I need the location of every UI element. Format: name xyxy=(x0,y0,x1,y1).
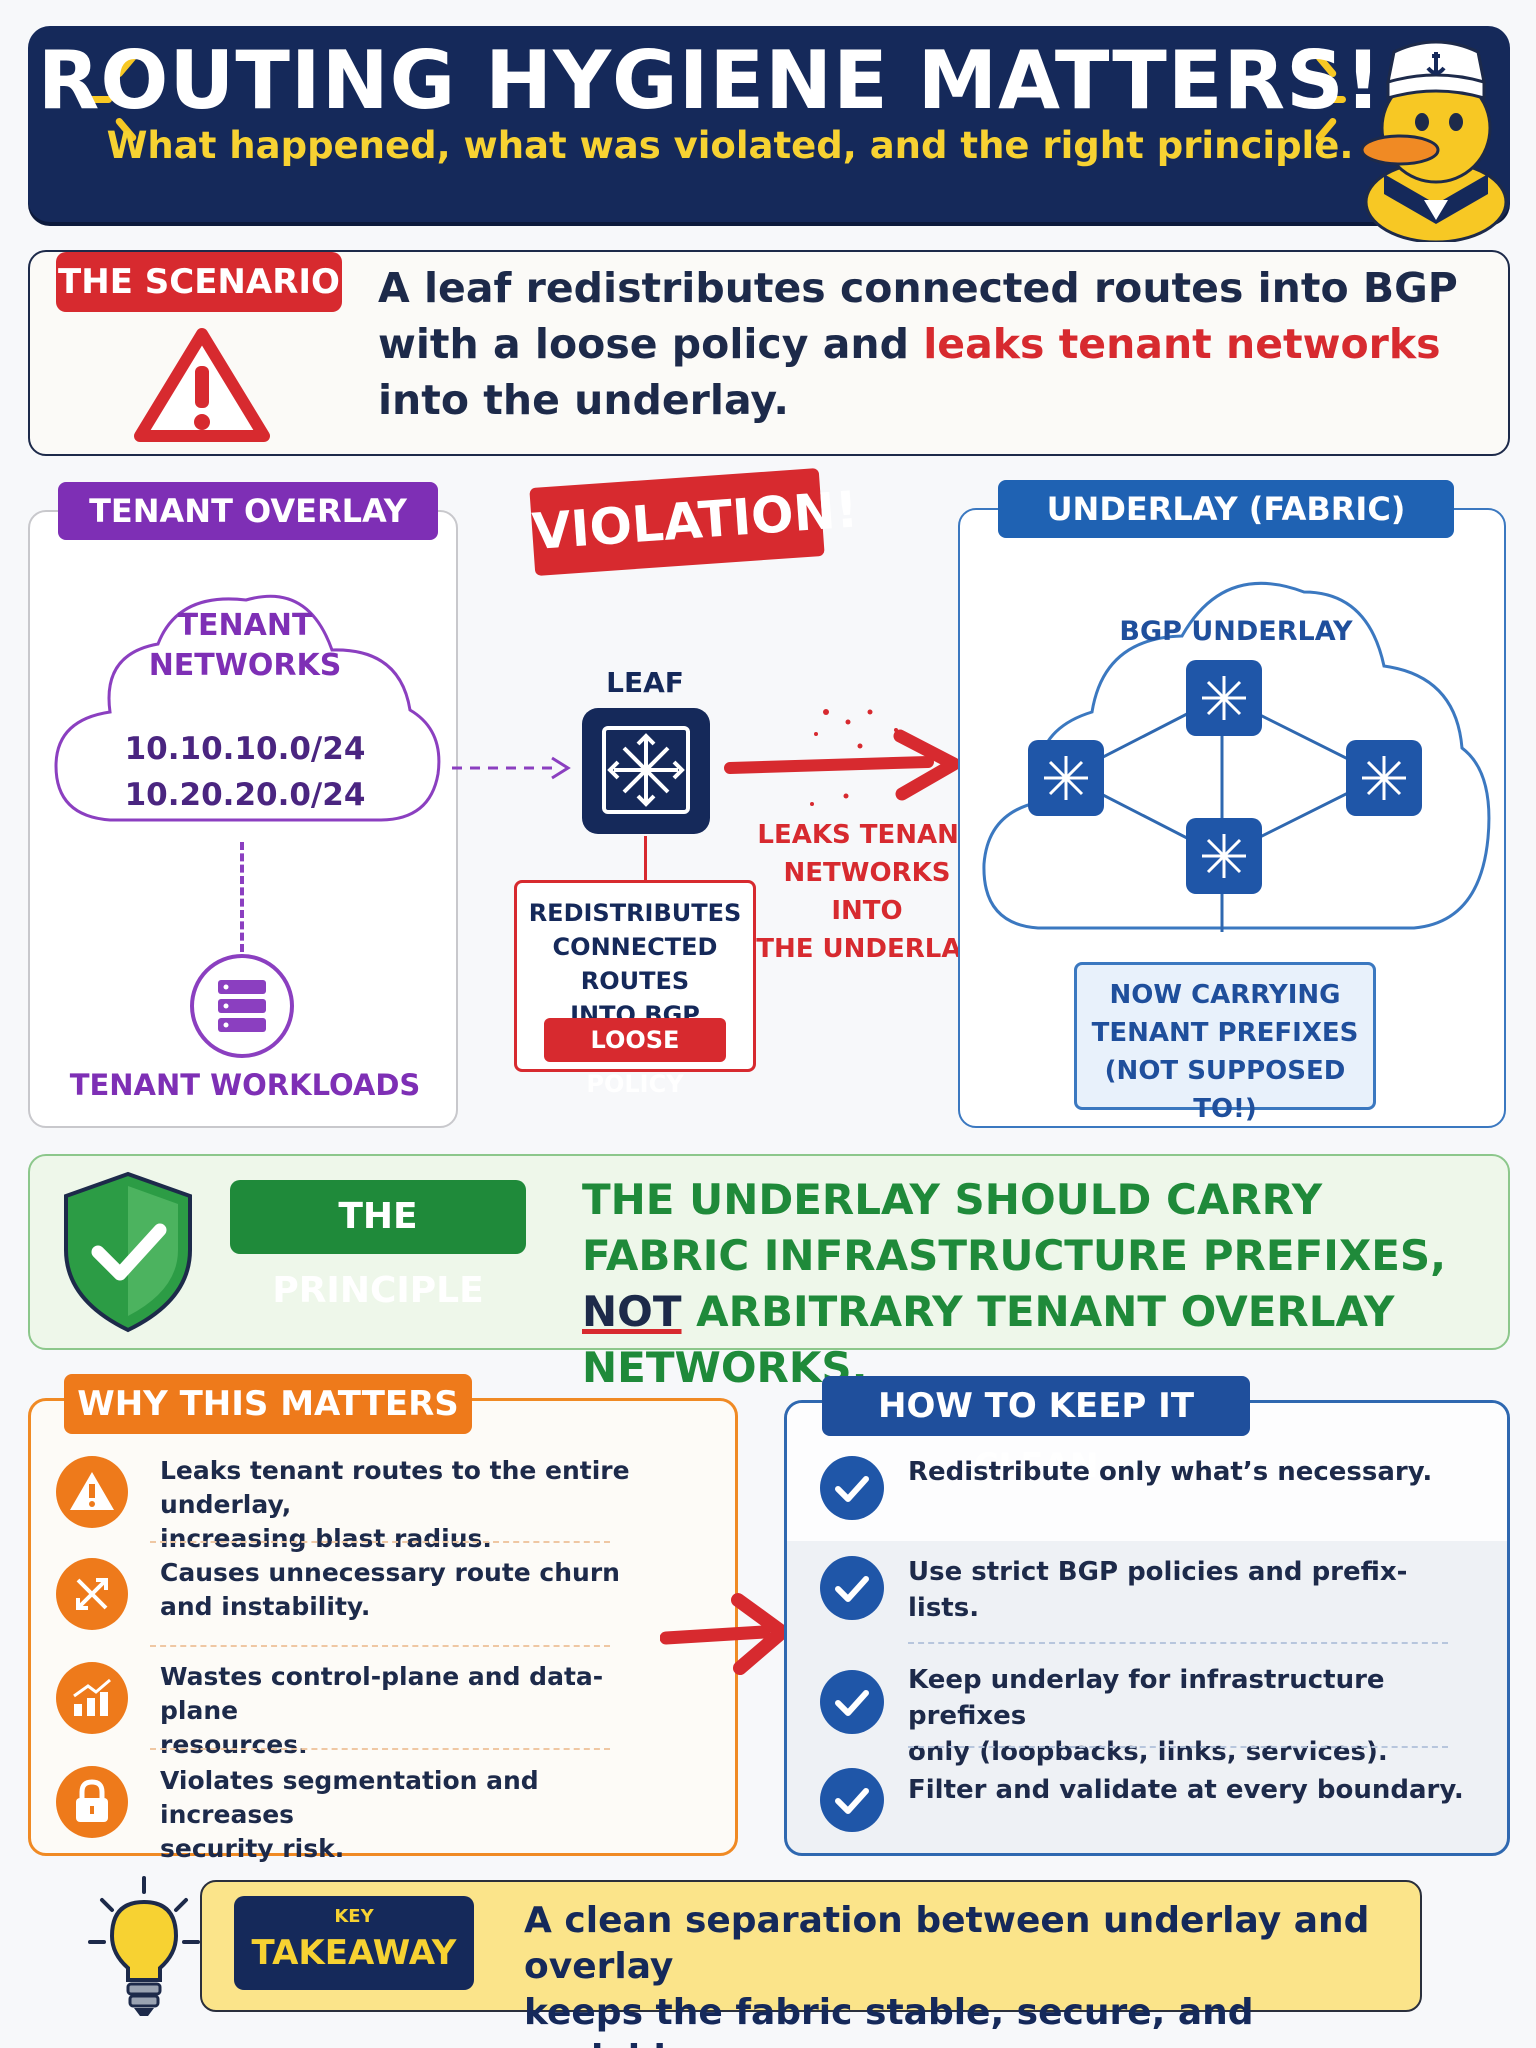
leak-arrow xyxy=(724,709,961,806)
tenant-prefixes-note xyxy=(1074,962,1376,1110)
page-subtitle: What happened, what was violated, and th… xyxy=(106,124,1354,167)
route-churn-icon xyxy=(56,1558,128,1630)
dashed-arrow xyxy=(452,756,571,780)
spine-switch-icon xyxy=(1346,740,1422,816)
bgp-underlay-label: BGP UNDERLAY xyxy=(1119,616,1353,647)
principle-text: THE UNDERLAY SHOULD CARRY FABRIC INFRAST… xyxy=(582,1175,1447,1392)
how-item: Filter and validate at every boundary. xyxy=(820,1760,1480,1840)
check-icon xyxy=(820,1768,884,1832)
tenant-prefix: 10.20.20.0/24 xyxy=(124,777,366,813)
how-item: Keep underlay for infrastructure prefixe… xyxy=(820,1656,1480,1767)
check-icon xyxy=(820,1556,884,1620)
violation-stamp: VIOLATION! xyxy=(529,467,860,577)
page-title: ROUTING HYGIENE MATTERS! xyxy=(37,34,1383,127)
tenant-workloads-label: TENANT WORKLOADS xyxy=(69,1068,421,1102)
how-item: Redistribute only what’s necessary. xyxy=(820,1448,1480,1528)
transition-arrow xyxy=(660,1593,789,1675)
why-item: Leaks tenant routes to the entire underl… xyxy=(56,1452,676,1553)
tenant-prefix: 10.10.10.0/24 xyxy=(124,731,366,767)
header-banner xyxy=(28,26,1510,222)
why-badge: WHY THIS MATTERS xyxy=(64,1374,472,1434)
scenario-text: A leaf redistributes connected routes in… xyxy=(378,264,1458,424)
spine-switch-icon xyxy=(1186,660,1262,736)
workload-link xyxy=(240,842,244,952)
resource-chart-icon xyxy=(56,1662,128,1734)
divider xyxy=(150,1541,610,1543)
check-icon xyxy=(820,1670,884,1734)
divider xyxy=(908,1642,1448,1644)
divider xyxy=(908,1746,1448,1748)
leaf-connector xyxy=(644,836,647,882)
tenant-prefix-list: 10.10.10.0/24 10.20.20.0/24 xyxy=(60,726,430,818)
leaf-switch-icon xyxy=(582,708,710,834)
spark-icon xyxy=(84,96,112,103)
leak-caption: LEAKS TENANT NETWORKS INTO THE UNDERLAY xyxy=(756,820,978,964)
underlay-badge: UNDERLAY (FABRIC) xyxy=(998,480,1454,538)
lightbulb-icon xyxy=(88,1876,200,2016)
divider xyxy=(150,1748,610,1750)
alert-icon xyxy=(56,1456,128,1528)
why-panel xyxy=(28,1398,738,1856)
principle-badge: THE PRINCIPLE xyxy=(230,1180,526,1311)
shield-check-icon xyxy=(64,1171,192,1333)
how-badge: HOW TO KEEP IT CLEAN xyxy=(822,1376,1250,1486)
takeaway-badge: KEY TAKEAWAY xyxy=(234,1896,474,1990)
duck-mascot-icon xyxy=(1360,40,1508,242)
leaf-label: LEAF xyxy=(606,666,684,699)
spark-icon xyxy=(1318,96,1346,103)
spine-switch-icon xyxy=(1028,740,1104,816)
lock-icon xyxy=(56,1766,128,1838)
takeaway-text: A clean separation between underlay and … xyxy=(524,1900,1370,2048)
check-icon xyxy=(820,1456,884,1520)
tenant-overlay-badge: TENANT OVERLAY xyxy=(58,482,438,540)
how-item: Use strict BGP policies and prefix-lists… xyxy=(820,1548,1480,1628)
tenant-cloud-icon xyxy=(54,594,441,822)
scenario-badge: THE SCENARIO xyxy=(56,252,342,312)
server-icon xyxy=(190,954,294,1058)
redistribute-text: REDISTRIBUTES CONNECTED ROUTES INTO BGP xyxy=(528,899,742,1029)
warning-icon xyxy=(134,328,270,442)
loose-policy-tag: LOOSE POLICY xyxy=(544,1018,726,1098)
tenant-prefixes-note-text: NOW CARRYING TENANT PREFIXES (NOT SUPPOS… xyxy=(1091,980,1359,1124)
spine-switch-icon xyxy=(1186,818,1262,894)
divider xyxy=(150,1645,610,1647)
tenant-networks-title: TENANT NETWORKS xyxy=(148,608,342,683)
